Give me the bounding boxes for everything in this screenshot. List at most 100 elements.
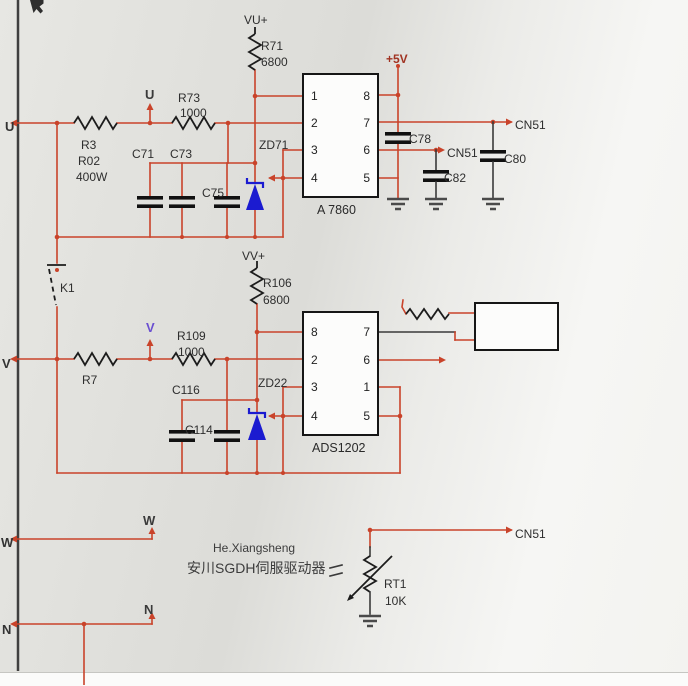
resistor-r109[interactable]: R109 1000 bbox=[171, 329, 216, 367]
capacitor-c71[interactable]: C71 bbox=[132, 147, 163, 208]
c116-ref: C116 bbox=[172, 383, 200, 397]
cap-plate bbox=[423, 178, 449, 182]
power-label-vu: VU+ bbox=[244, 13, 268, 27]
cap-plate bbox=[137, 204, 163, 208]
ic2-pin-l4: 4 bbox=[311, 409, 318, 423]
r71-value: 6800 bbox=[261, 55, 288, 69]
junction-dots bbox=[54, 64, 496, 627]
power-label-5v: +5V bbox=[386, 52, 408, 66]
ground-symbol-rt1 bbox=[359, 614, 381, 628]
r7-ref: R7 bbox=[82, 373, 98, 387]
capacitor-c80[interactable]: C80 bbox=[480, 121, 526, 199]
zener-triangle bbox=[248, 414, 266, 440]
cap-plate bbox=[423, 170, 449, 174]
ic2-pin-r1: 7 bbox=[363, 325, 370, 339]
resistor-r7[interactable]: R7 bbox=[73, 351, 118, 387]
resistor-symbol bbox=[171, 115, 216, 131]
connector-box[interactable] bbox=[474, 302, 559, 351]
ground-symbols-top bbox=[387, 197, 504, 211]
cap-plate bbox=[385, 132, 411, 136]
resistor-r3[interactable]: R3 R02 400W bbox=[73, 115, 118, 184]
capacitor-c78[interactable]: C78 bbox=[385, 132, 431, 146]
zener-diode-zd22[interactable]: ZD22 bbox=[247, 376, 288, 440]
c78-ref: C78 bbox=[409, 132, 431, 146]
ic2-pin-l1: 8 bbox=[311, 325, 318, 339]
cap-plate bbox=[385, 140, 411, 144]
resistor-symbol bbox=[171, 351, 216, 367]
resistor-symbol bbox=[405, 307, 450, 321]
cap-plate bbox=[214, 196, 240, 200]
connector-label-cn51-pin6: CN51 bbox=[447, 146, 478, 160]
thermistor-rt1[interactable]: RT1 10K bbox=[329, 546, 407, 615]
r3-ref: R3 bbox=[81, 138, 97, 152]
c114-ref: C114 bbox=[185, 423, 213, 437]
annotation-device: 安川SGDH伺服驱动器 bbox=[187, 560, 325, 576]
r73-ref: R73 bbox=[178, 91, 200, 105]
cap-plate bbox=[214, 204, 240, 208]
c75-ref: C75 bbox=[202, 186, 224, 200]
capacitor-c73[interactable]: C73 bbox=[169, 147, 195, 208]
resistor-symbol bbox=[362, 555, 378, 593]
cap-plate bbox=[169, 196, 195, 200]
net-flag-n: N bbox=[144, 602, 153, 617]
resistor-symbol bbox=[249, 267, 265, 305]
zener-triangle bbox=[246, 184, 264, 210]
c71-ref: C71 bbox=[132, 147, 154, 161]
resistor-r106[interactable]: R106 6800 bbox=[249, 261, 292, 307]
ic2-pin-r4: 5 bbox=[363, 409, 370, 423]
cap-plate bbox=[480, 158, 506, 162]
bottom-strip bbox=[0, 672, 688, 686]
relay-contact-k1[interactable]: K1 bbox=[47, 264, 75, 306]
resistor-r73[interactable]: R73 1000 bbox=[171, 91, 216, 131]
terminal-w: W bbox=[1, 535, 14, 550]
c73-ref: C73 bbox=[170, 147, 192, 161]
r3-value1: R02 bbox=[78, 154, 100, 168]
annotation-author: He.Xiangsheng bbox=[213, 541, 295, 555]
capacitor-c116[interactable]: C116 bbox=[169, 383, 200, 442]
cap-plate bbox=[169, 430, 195, 434]
capacitor-c82[interactable]: C82 bbox=[423, 149, 466, 199]
cap-plate bbox=[137, 196, 163, 200]
r106-ref: R106 bbox=[263, 276, 292, 290]
r109-value: 1000 bbox=[178, 345, 205, 359]
ic-ads1202[interactable]: 8 2 3 4 7 6 1 5 ADS1202 bbox=[302, 311, 379, 455]
cap-plate bbox=[169, 204, 195, 208]
ic2-pin-l2: 2 bbox=[311, 353, 318, 367]
terminal-u: U bbox=[5, 119, 14, 134]
capacitor-c114[interactable]: C114 bbox=[185, 423, 240, 442]
rt1-ref: RT1 bbox=[384, 577, 407, 591]
zener-cathode-bar bbox=[245, 178, 265, 188]
ic1-pin-l2: 2 bbox=[311, 116, 318, 130]
net-flag-v: V bbox=[146, 320, 155, 335]
resistor-r71[interactable]: R71 6800 bbox=[247, 27, 288, 71]
terminal-v: V bbox=[2, 356, 11, 371]
zd71-ref: ZD71 bbox=[259, 138, 289, 152]
net-flag-u: U bbox=[145, 87, 154, 102]
c80-ref: C80 bbox=[504, 152, 526, 166]
ic2-name: ADS1202 bbox=[312, 441, 366, 455]
r73-value: 1000 bbox=[180, 106, 207, 120]
c82-ref: C82 bbox=[444, 171, 466, 185]
ic2-pin-r2: 6 bbox=[363, 353, 370, 367]
resistor-symbol bbox=[73, 115, 118, 131]
ic-body bbox=[302, 311, 379, 436]
r3-value2: 400W bbox=[76, 170, 108, 184]
mouse-cursor-icon bbox=[30, 0, 44, 14]
ic-a7860[interactable]: 1 2 3 4 8 7 6 5 A 7860 bbox=[302, 73, 379, 217]
cap-plate bbox=[214, 438, 240, 442]
cap-plate bbox=[480, 150, 506, 154]
r109-ref: R109 bbox=[177, 329, 206, 343]
ic1-pin-l4: 4 bbox=[311, 171, 318, 185]
rt1-value: 10K bbox=[385, 594, 406, 608]
ic2-pin-r3: 1 bbox=[363, 380, 370, 394]
capacitor-c75[interactable]: C75 bbox=[202, 186, 240, 208]
zener-diode-zd71[interactable]: ZD71 bbox=[245, 138, 289, 210]
ic1-pin-r4: 5 bbox=[363, 171, 370, 185]
cap-plate bbox=[214, 430, 240, 434]
resistor-symbol bbox=[73, 351, 118, 367]
thermistor-arrow bbox=[349, 555, 393, 599]
series-resistor-unlabeled[interactable] bbox=[405, 307, 450, 321]
connector-label-cn51-pin7: CN51 bbox=[515, 118, 546, 132]
